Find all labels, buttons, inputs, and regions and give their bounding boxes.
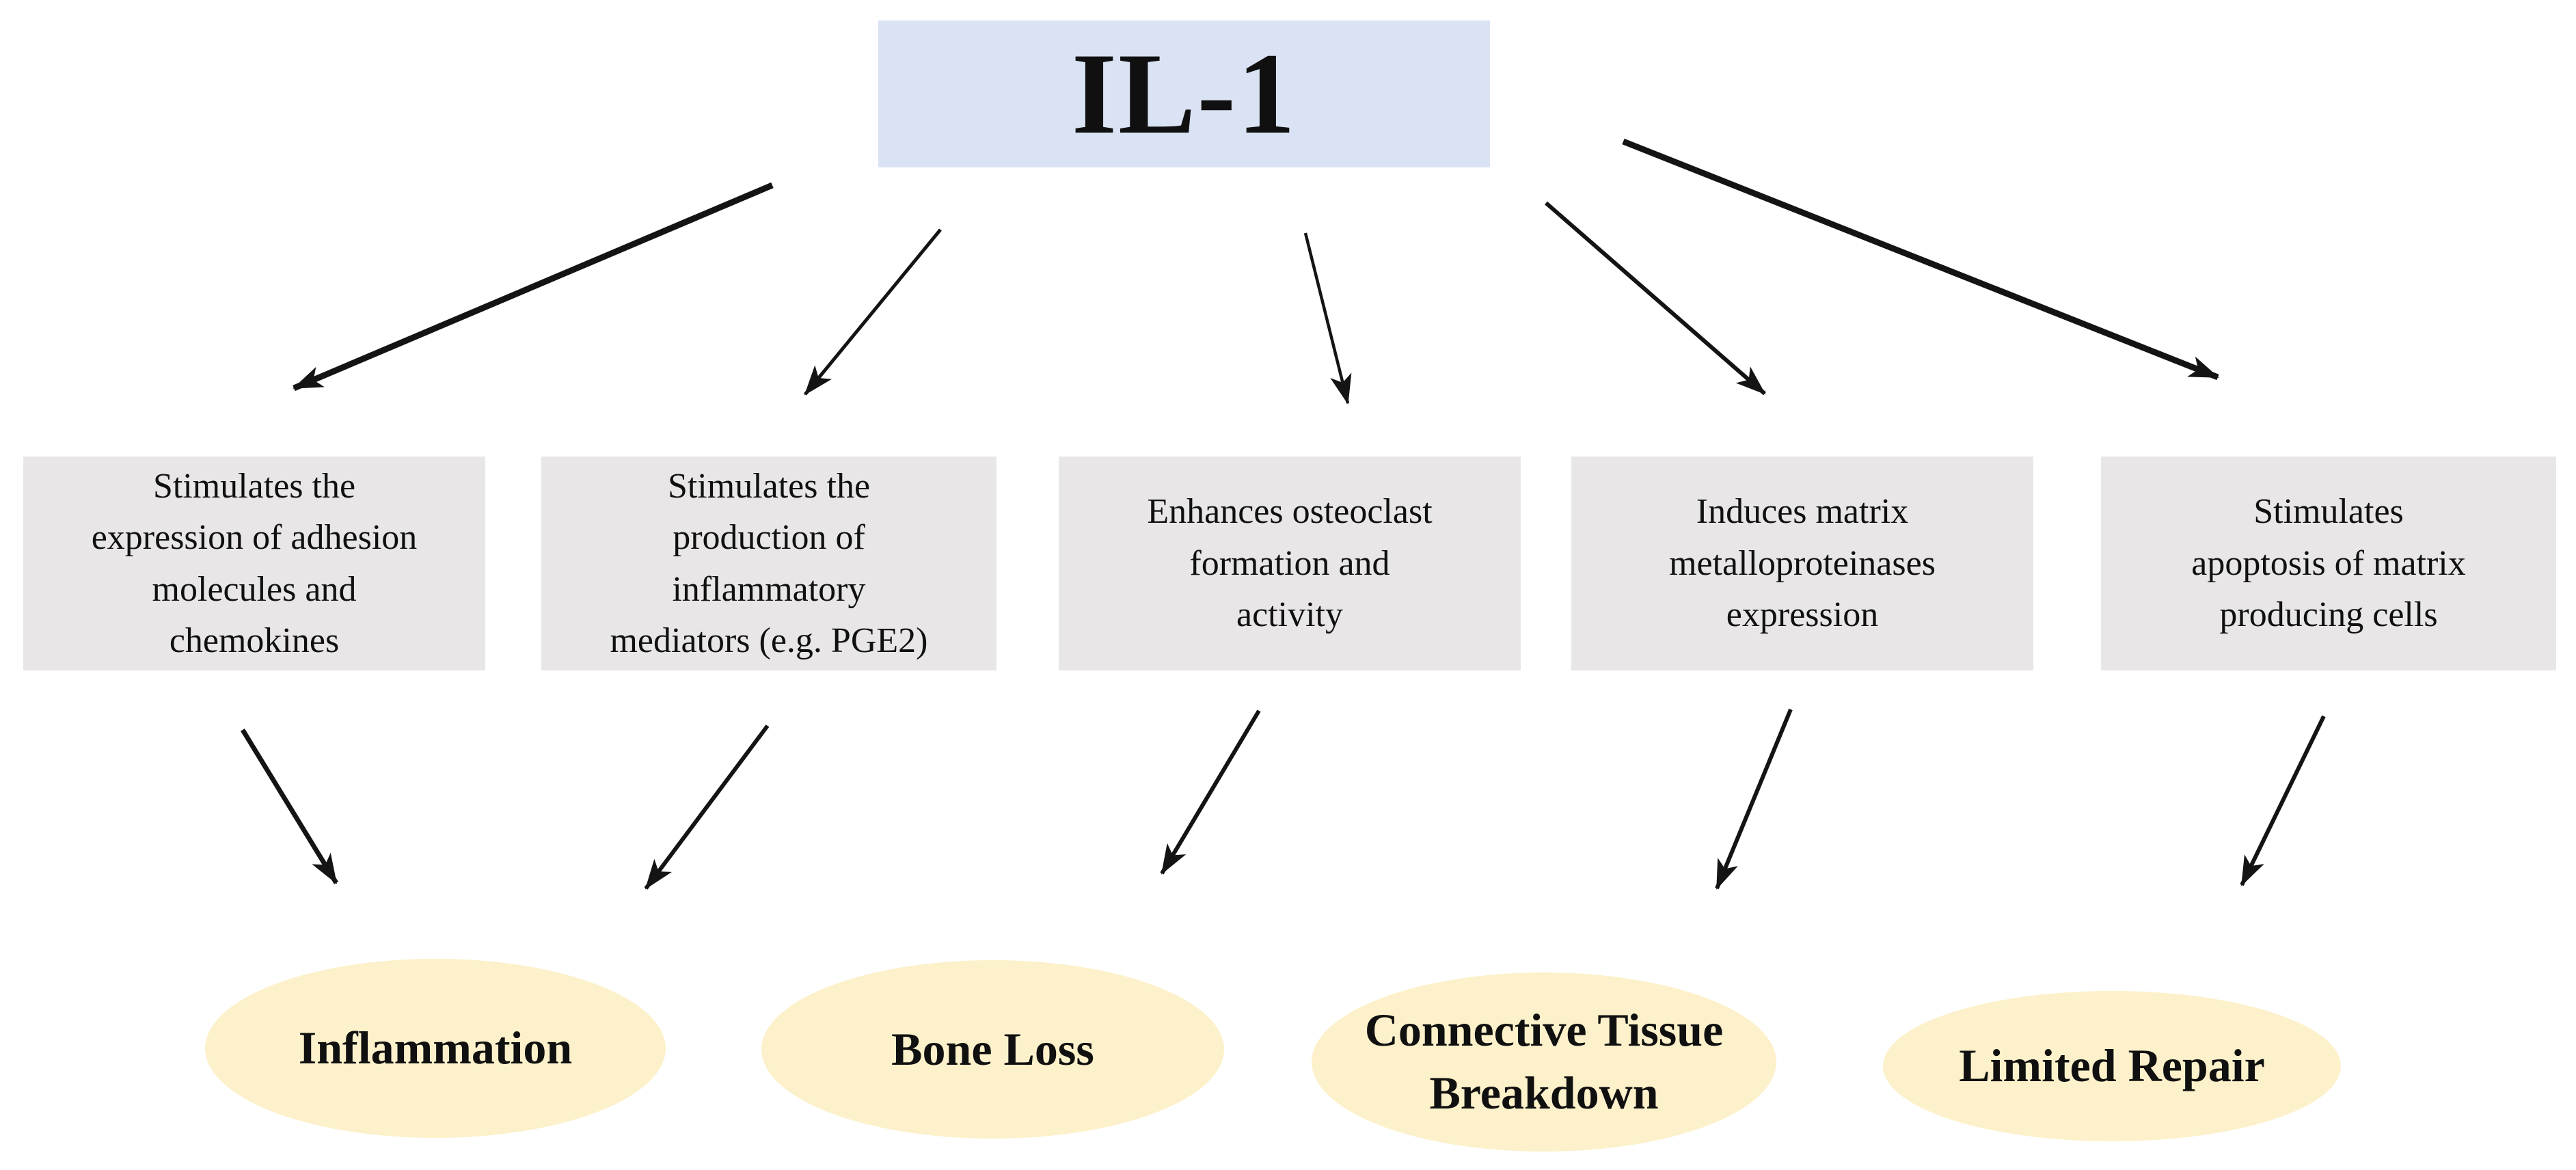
arrow-mediator-4-to-connective-tissue-breakdown (1715, 708, 1793, 890)
outcome-node-bone-loss: Bone Loss (761, 960, 1224, 1139)
arrow-il1-to-mediator-1 (293, 182, 774, 392)
outcome-node-limited-repair: Limited Repair (1883, 991, 2341, 1141)
arrow-il1-to-mediator-2 (804, 228, 942, 396)
mediator-node-matrix-metalloproteinases: Induces matrix metalloproteinases expres… (1571, 457, 2033, 670)
mediator-node-inflammatory-mediators-pge2: Stimulates the production of inflammator… (541, 457, 996, 670)
arrow-mediator-1-to-inflammation (241, 729, 338, 884)
arrow-mediator-3-to-bone-loss (1160, 709, 1261, 875)
root-node-il1: IL-1 (878, 21, 1490, 167)
arrow-il1-to-mediator-3 (1303, 232, 1352, 405)
outcome-node-connective-tissue-breakdown: Connective Tissue Breakdown (1312, 972, 1776, 1152)
arrow-il1-to-mediator-4 (1545, 201, 1766, 396)
mediator-node-osteoclast-formation-activity: Enhances osteoclast formation and activi… (1059, 457, 1521, 670)
arrow-mediator-2-to-inflammation (644, 724, 770, 890)
arrow-mediator-5-to-limited-repair (2240, 715, 2326, 886)
mediator-node-adhesion-molecules-chemokines: Stimulates the expression of adhesion mo… (23, 457, 485, 670)
mediator-node-apoptosis-matrix-cells: Stimulates apoptosis of matrix producing… (2101, 457, 2556, 670)
arrow-il1-to-mediator-5 (1622, 138, 2219, 381)
outcome-node-inflammation: Inflammation (205, 959, 666, 1138)
